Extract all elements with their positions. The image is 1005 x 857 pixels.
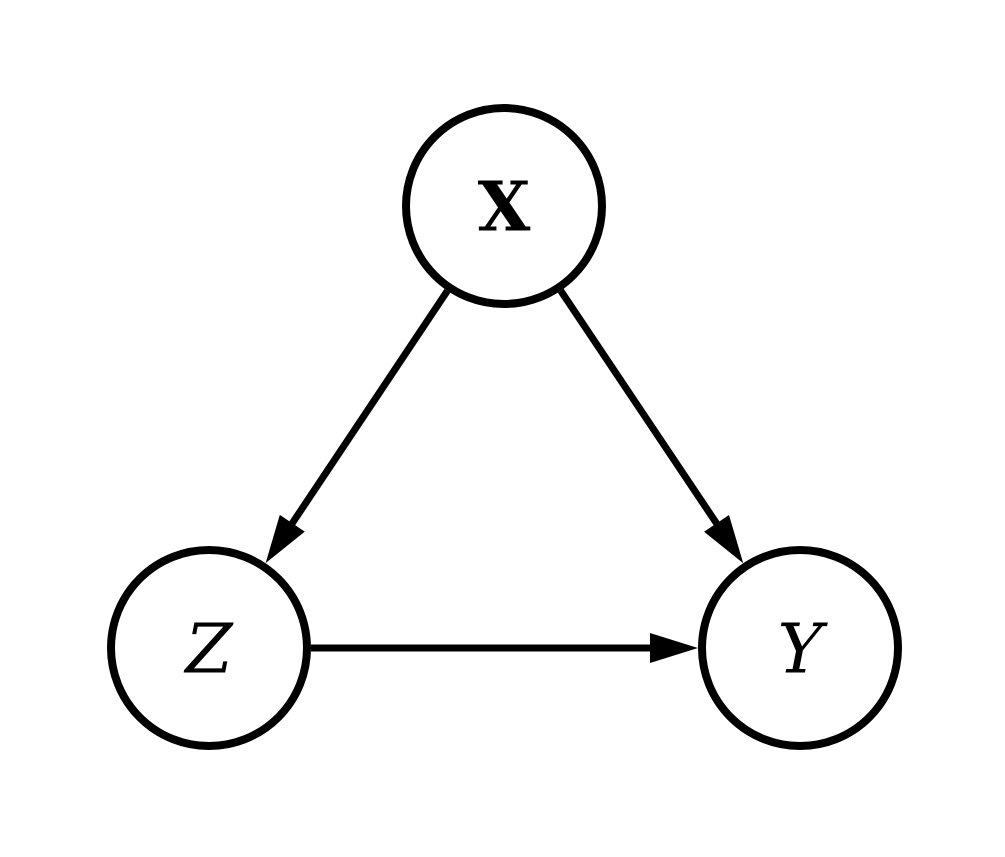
node-circle-Z [107,546,311,750]
node-label-Z: Z [183,610,234,689]
node-label-Y: Y [778,610,829,689]
node-circle-X [402,104,606,308]
arrowhead-icon [650,633,698,663]
arrowhead-icon [265,514,305,564]
arrowhead-icon [704,515,744,564]
node-circle-Y [698,546,902,750]
node-label-X: X [478,167,531,247]
edge-X-to-Y [557,288,731,542]
edge-X-to-Z [278,288,451,542]
